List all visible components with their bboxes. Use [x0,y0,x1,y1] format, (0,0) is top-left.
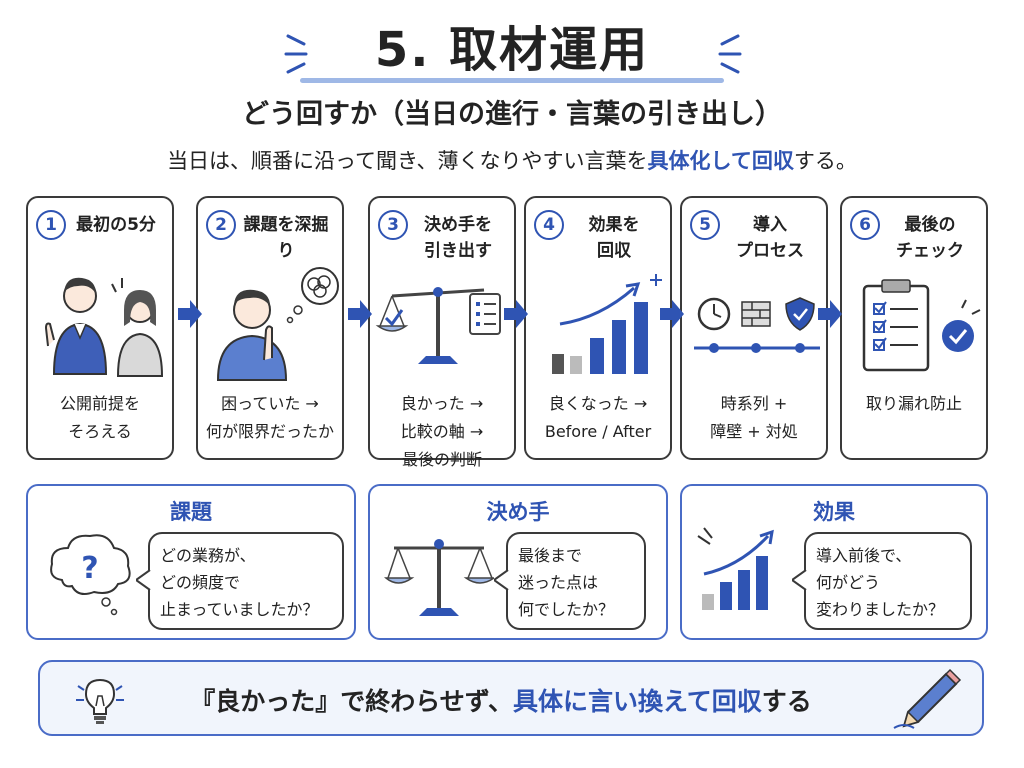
step-number: 5 [690,210,720,240]
question-bubble: どの業務が、 どの頻度で 止まっていましたか？ [148,532,344,630]
bubble-tail [136,570,151,590]
step-header: 3 決め手を 引き出す [378,208,508,268]
lead-prefix: 当日は、順番に沿って聞き、薄くなりやすい言葉を [167,149,648,173]
process-timeline-icon [694,297,820,353]
step-title: 最初の5分 [76,215,156,235]
thinking-person-icon [216,267,339,381]
step-caption: 良かった → 比較の軸 → 最後の判断 [400,394,484,469]
question-box-issue: 課題 ? どの業務が、 どの頻度で 止まっていましたか？ [26,484,356,640]
balance-scale-icon [384,539,494,616]
step-header: 5 導入 プロセス [690,208,820,268]
subtitle: どう回すか（当日の進行・言葉の引き出し） [242,99,782,130]
question-box-effect: 効果 導入前後で、 何がどう 変わりましたか？ [680,484,988,640]
footer-banner: 『良かった』で終わらせず、具体に言い換えて回収する [38,660,984,736]
step-number: 6 [850,210,880,240]
step-card-2: 2 課題を深掘り 困っていた → 何が限界だったか [196,196,344,460]
title-underline [300,78,724,83]
step-header: 2 課題を深掘り [206,208,336,268]
step-header: 4 効果を 回収 [534,208,664,268]
flow-arrow-icon [348,300,372,328]
page-title: 5. 取材運用 [0,10,1024,80]
clipboard-checklist-icon [862,279,981,372]
growth-chart-icon [697,527,774,610]
step-card-3: 3 決め手を 引き出す 良かった → 比較の軸 → 最後の判断 [368,196,516,469]
sparkle-left-icon [284,34,308,74]
question-box-decision: 決め手 最後まで 迷った点は 何でしたか？ [368,484,668,640]
question-box-title: 課題 [170,500,212,524]
pencil-icon [893,668,962,729]
growth-chart-icon [552,274,662,374]
step-caption: 時系列 + 障壁 + 対処 [710,394,798,441]
flow-arrow-icon [818,300,842,328]
step-title: 決め手を 引き出す [424,215,492,261]
lead-text: 当日は、順番に沿って聞き、薄くなりやすい言葉を具体化して回収する。 [0,145,1024,175]
step-card-5: 5 導入 プロセス 時系列 + 障壁 + 対処 [680,196,828,460]
question-bubble: 導入前後で、 何がどう 変わりましたか？ [804,532,972,630]
lead-emphasis: 具体化して回収 [647,149,794,173]
question-box-title: 効果 [813,500,855,524]
bubble-tail [494,570,509,590]
balance-with-checklist-icon [375,287,501,364]
footer-prefix: 『良かった』で終わらせず、 [190,687,513,716]
two-people-talking-icon [44,277,164,377]
step-caption: 良くなった → Before / After [544,394,652,441]
step-number: 3 [378,210,408,240]
step-caption: 公開前提を そろえる [59,394,140,441]
step-header: 6 最後の チェック [850,208,980,268]
svg-text:?: ? [81,551,98,586]
step-card-4: 4 効果を 回収 良くなった → Before / After [524,196,672,460]
step-number: 4 [534,210,564,240]
step-number: 1 [36,210,66,240]
step-title: 最後の チェック [896,215,964,261]
flow-arrow-icon [178,300,202,328]
flow-arrow-icon [504,300,528,328]
step-title: 効果を 回収 [588,215,640,261]
step-card-6: 6 最後の チェック 取り漏れ防止 [840,196,988,460]
title-text: 5. 取材運用 [374,22,650,78]
footer-emphasis: 具体に言い換えて回収 [512,687,762,716]
flow-arrow-icon [660,300,684,328]
step-caption: 取り漏れ防止 [865,394,962,413]
step-header: 1 最初の5分 [36,208,166,268]
lead-suffix: する。 [793,149,857,173]
footer-text: 『良かった』で終わらせず、具体に言い換えて回収する [140,682,862,718]
step-title: 導入 プロセス [736,215,804,261]
question-bubble: 最後まで 迷った点は 何でしたか？ [506,532,646,630]
step-card-1: 1 最初の5分 公開前提を そろえる [26,196,174,460]
question-cloud-icon: ? [50,534,131,616]
step-number: 2 [206,210,236,240]
bubble-tail [792,570,807,590]
sparkle-right-icon [718,34,742,74]
step-title: 課題を深掘り [243,215,329,261]
footer-suffix: する [761,687,812,716]
lightbulb-icon [76,678,124,724]
question-box-title: 決め手 [486,500,550,524]
step-caption: 困っていた → 何が限界だったか [205,394,334,441]
